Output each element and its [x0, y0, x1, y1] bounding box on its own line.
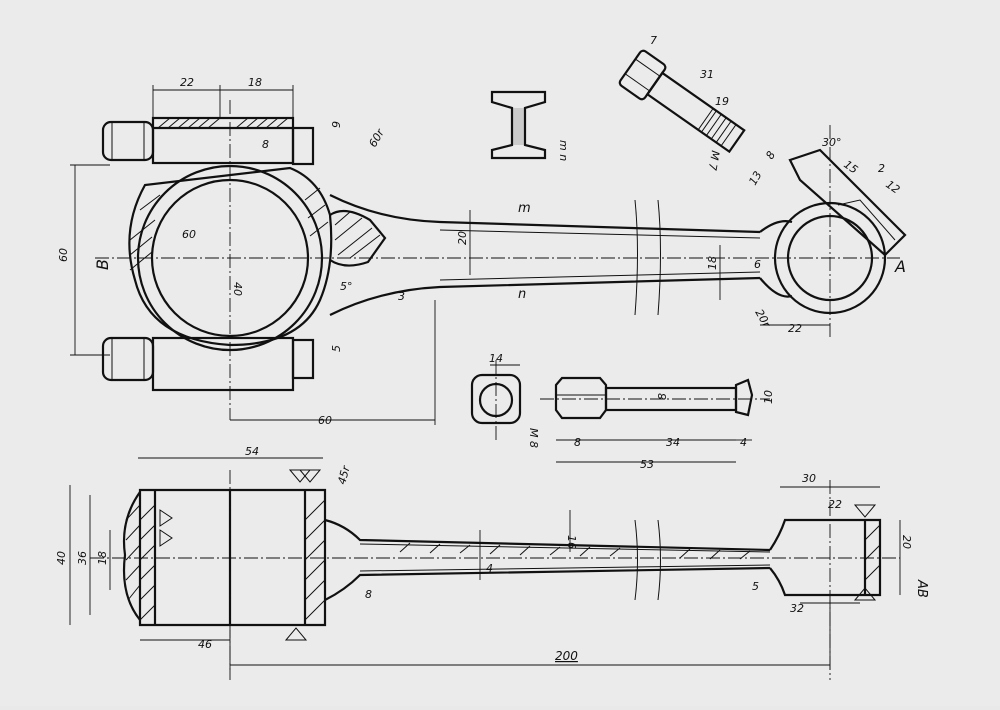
dim-pin-10: 10 [762, 390, 775, 404]
dim-18-left: 18 [96, 551, 109, 565]
rod-shank [329, 194, 761, 234]
dim-54: 54 [245, 445, 259, 458]
dim-20-low: 20 [900, 535, 913, 549]
dim-5: 5 [330, 345, 343, 352]
dim-left-60: 60 [57, 248, 70, 262]
dim-20r: 20r [752, 307, 773, 331]
dim-60-horiz: 60 [318, 414, 332, 427]
dim-bolt-31: 31 [700, 68, 714, 81]
i-section [490, 90, 547, 160]
dim-bolt-m7: M 7 [706, 149, 722, 171]
dim-32: 32 [790, 602, 804, 615]
dim-20-web: 20 [456, 231, 469, 245]
dim-13: 13 [746, 169, 764, 188]
dim-pin-m8: M 8 [527, 428, 540, 448]
dim-pin-34: 34 [666, 436, 680, 449]
dim-12: 12 [883, 178, 902, 197]
dim-46: 46 [198, 638, 212, 651]
small-end-clamp [788, 148, 907, 257]
dim-top-22: 22 [180, 76, 194, 89]
bolt-head-top-left [101, 120, 155, 162]
bolt-head-bottom-left [101, 336, 155, 382]
dim-5deg: 5° [340, 280, 353, 293]
label-AB: AB [914, 579, 929, 598]
top-view [95, 100, 907, 420]
cap-lower-block [151, 336, 295, 392]
dim-3: 3 [398, 290, 405, 303]
bushing-detail [470, 360, 522, 440]
dim-bush-14: 14 [489, 352, 503, 365]
dim-2: 2 [878, 162, 885, 175]
dim-5-low: 5 [752, 580, 759, 593]
label-n: n [518, 287, 526, 302]
dim-9: 9 [330, 121, 343, 128]
dim-8-low: 8 [365, 588, 372, 601]
dim-bolt-7: 7 [650, 34, 657, 47]
bolt-nut-bottom-right [291, 338, 315, 380]
dim-bolt-19: 19 [715, 95, 729, 108]
dim-pin-4: 4 [740, 436, 747, 449]
surface-symbols [159, 469, 877, 641]
dim-pin-8b: 8 [656, 393, 669, 400]
label-B: B [93, 259, 112, 270]
dim-4: 4 [486, 562, 493, 575]
dim-22-low: 22 [828, 498, 842, 511]
annotations: B A AB m n m n 22 18 60 60 40 60r 9 8 5 … [55, 34, 929, 663]
dim-pin-53: 53 [640, 458, 654, 471]
cap-upper-block [151, 116, 295, 165]
dim-16: 16 [565, 535, 578, 549]
dim-6: 6 [754, 258, 761, 271]
dim-22-right: 22 [788, 322, 802, 335]
dim-30: 30 [802, 472, 816, 485]
dim-pin-8a: 8 [574, 436, 581, 449]
dim-r60-fillet: 60r [366, 126, 387, 150]
label-mn: m n [557, 140, 570, 161]
dim-8-top: 8 [262, 138, 269, 151]
dim-30deg: 30° [822, 136, 842, 149]
dim-200: 200 [555, 649, 578, 663]
bottom-view [90, 470, 900, 680]
dim-45r: 45r [335, 463, 353, 486]
dimension-lines [69, 85, 901, 670]
stock-watermark: #164949008 [4, 450, 28, 600]
bolt-detail [618, 49, 746, 154]
dim-r60: 60 [182, 228, 196, 241]
dim-r40: 40 [231, 282, 244, 296]
dim-8-right: 8 [763, 149, 778, 162]
dim-36: 36 [76, 551, 89, 565]
label-m: m [518, 201, 531, 216]
dim-18-right: 18 [706, 256, 719, 270]
bolt-nut-top-right [291, 126, 315, 166]
label-A: A [894, 257, 906, 276]
dim-top-18: 18 [248, 76, 262, 89]
pin-detail [540, 376, 770, 420]
dim-40: 40 [55, 551, 68, 565]
